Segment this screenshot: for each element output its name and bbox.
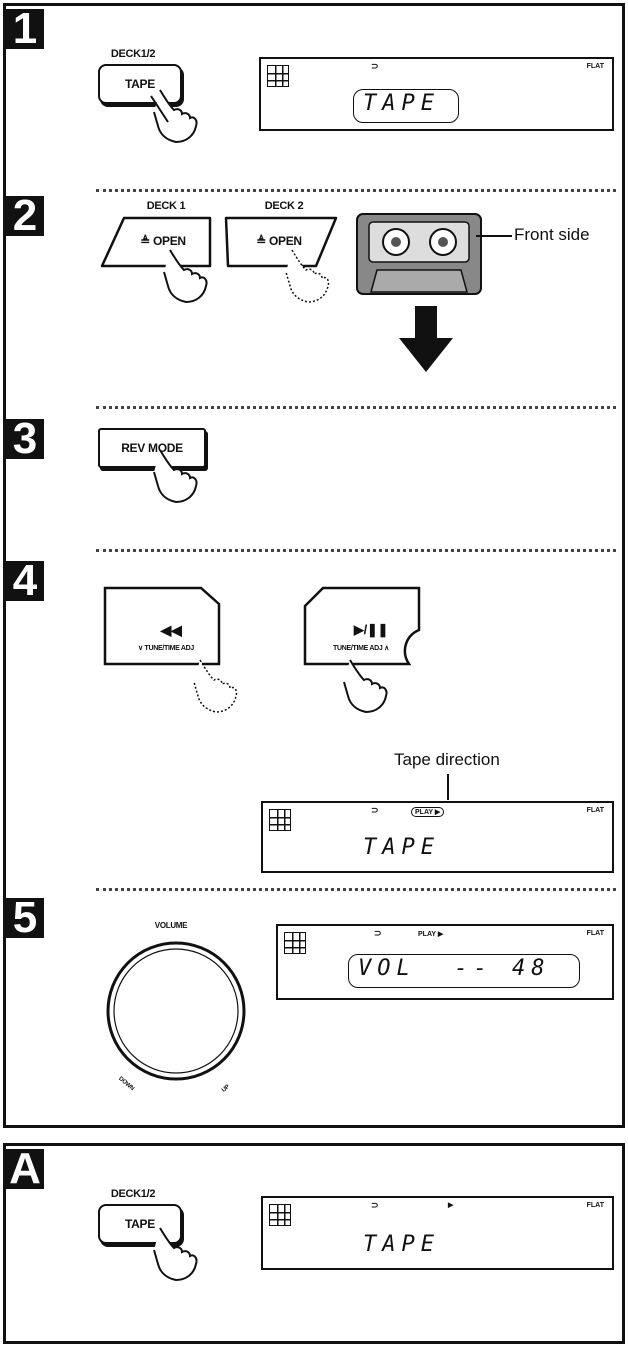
rewind-sub-label: ∨ TUNE/TIME ADJ <box>106 644 226 652</box>
play-pause-button[interactable]: ▶/❚❚ <box>346 622 396 638</box>
play-indicator: PLAY ▶ <box>418 930 443 938</box>
step-3-number: 3 <box>6 419 44 459</box>
hand-press-icon <box>336 656 396 716</box>
divider <box>96 888 616 891</box>
step-5-number: 5 <box>6 898 44 938</box>
arrow-down-icon <box>399 306 453 372</box>
step-1-number: 1 <box>6 9 44 49</box>
hand-dotted-icon <box>186 656 246 716</box>
divider <box>96 406 616 409</box>
volume-label: VOLUME <box>141 921 201 930</box>
reverse-icon: ⊃ <box>371 61 379 72</box>
appendix-panel: A DECK1/2 TAPE ⊃ ▶ FLAT TAPE <box>3 1143 625 1344</box>
play-indicator: PLAY ▶ <box>411 807 444 817</box>
reverse-icon: ⊃ <box>371 805 379 816</box>
pointer-line <box>476 234 516 238</box>
flat-indicator: FLAT <box>587 807 604 814</box>
tape-direction-label: Tape direction <box>394 750 500 770</box>
divider <box>96 189 616 192</box>
divider <box>96 549 616 552</box>
grid-icon <box>267 65 289 87</box>
lcd-display-a: ⊃ ▶ FLAT TAPE <box>261 1196 614 1270</box>
lcd-text: TAPE <box>363 91 440 116</box>
deck12-label: DECK1/2 <box>98 1188 168 1200</box>
flat-indicator: FLAT <box>587 1202 604 1209</box>
lcd-display-5: ⊃ PLAY ▶ FLAT VOL -- 48 <box>276 924 614 1000</box>
grid-icon <box>269 1204 291 1226</box>
hand-press-icon <box>146 86 206 146</box>
reverse-icon: ⊃ <box>371 1200 379 1211</box>
play-sub-label: TUNE/TIME ADJ ∧ <box>311 644 411 652</box>
step-2-number: 2 <box>6 196 44 236</box>
flat-indicator: FLAT <box>587 63 604 70</box>
lcd-display-1: ⊃ FLAT TAPE <box>259 57 614 131</box>
rewind-button[interactable]: ◀◀ <box>151 622 191 639</box>
pointer-line <box>446 774 450 804</box>
main-panel: 1 DECK1/2 TAPE ⊃ FLAT TAPE 2 DECK 1 DECK… <box>3 3 625 1128</box>
hand-dotted-icon <box>278 246 338 306</box>
lcd-text: VOL -- 48 <box>358 956 550 981</box>
cassette-icon <box>351 208 491 303</box>
lcd-text: TAPE <box>363 1232 440 1257</box>
volume-knob[interactable] <box>101 936 251 1086</box>
reverse-icon: ⊃ <box>374 928 382 939</box>
lcd-display-4: ⊃ PLAY ▶ FLAT TAPE <box>261 801 614 873</box>
hand-press-icon <box>146 1224 206 1284</box>
hand-press-icon <box>156 246 216 306</box>
hand-press-icon <box>146 446 206 506</box>
deck2-label: DECK 2 <box>254 200 314 212</box>
deck12-label: DECK1/2 <box>98 48 168 60</box>
grid-icon <box>284 932 306 954</box>
step-4-number: 4 <box>6 561 44 601</box>
grid-icon <box>269 809 291 831</box>
front-side-label: Front side <box>514 225 590 245</box>
deck1-label: DECK 1 <box>136 200 196 212</box>
step-a-label: A <box>6 1149 44 1189</box>
play-indicator: ▶ <box>448 1201 453 1209</box>
lcd-text: TAPE <box>363 835 440 860</box>
flat-indicator: FLAT <box>587 930 604 937</box>
